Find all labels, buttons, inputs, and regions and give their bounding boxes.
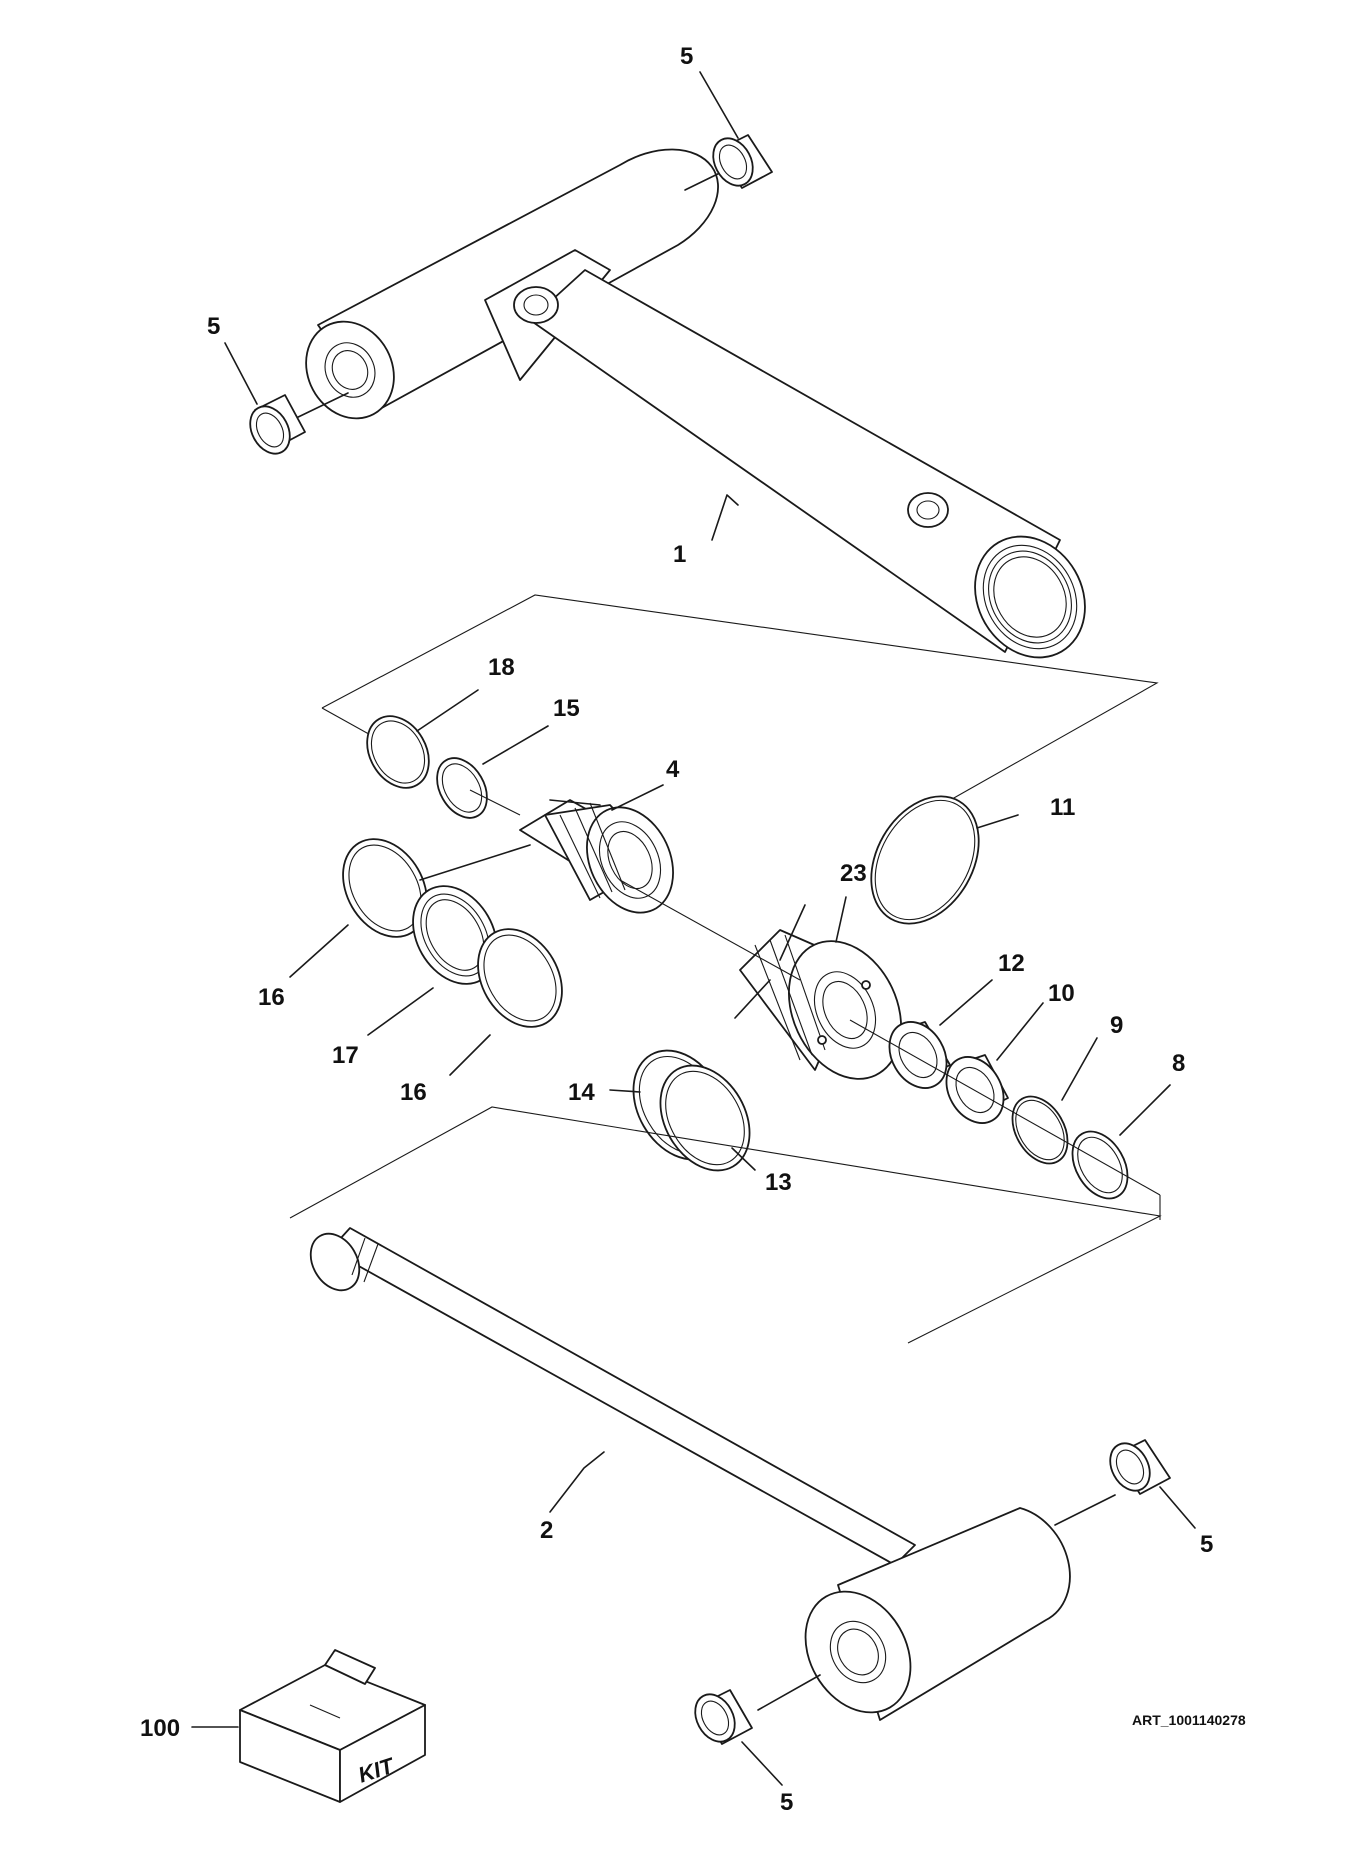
gland-head-23	[739, 929, 902, 1080]
callout-5-top: 5	[680, 43, 693, 70]
seal-16-a	[342, 838, 428, 938]
callout-4: 4	[666, 756, 680, 783]
ring-8	[1071, 1130, 1129, 1200]
callout-12: 12	[998, 950, 1025, 977]
callout-5-left: 5	[207, 313, 220, 340]
callout-15: 15	[553, 695, 580, 722]
callout-16-b: 16	[400, 1079, 427, 1106]
callout-5-bottom: 5	[780, 1789, 793, 1816]
seal-17	[412, 885, 498, 985]
callout-8: 8	[1172, 1050, 1185, 1077]
callout-18: 18	[488, 654, 515, 681]
bushing-top-left	[249, 394, 306, 455]
seal-16-b	[477, 928, 563, 1028]
barrel-assembly	[291, 148, 1086, 659]
piston-4	[519, 799, 674, 914]
bushing-bottom-right	[1109, 1439, 1171, 1495]
callout-2: 2	[540, 1517, 553, 1544]
art-number: ART_1001140278	[1132, 1712, 1246, 1728]
callout-1: 1	[673, 541, 686, 568]
callout-10: 10	[1048, 980, 1075, 1007]
callout-14: 14	[568, 1079, 595, 1106]
rod-assembly-2	[309, 1227, 1116, 1721]
callout-100: 100	[140, 1715, 180, 1742]
callout-17: 17	[332, 1042, 359, 1069]
callout-23: 23	[840, 860, 867, 887]
bushing-bottom-left	[694, 1689, 753, 1745]
kit-box-icon	[239, 1649, 426, 1803]
callout-9: 9	[1110, 1012, 1123, 1039]
callout-numbers: 5 5 1 18 15 4 11 23 12 10 9 8 16 17 16 1…	[140, 43, 1213, 1816]
ring-12	[888, 1021, 951, 1089]
snap-ring-9	[1011, 1095, 1069, 1165]
o-ring-11	[870, 795, 980, 925]
lower-parts-plane	[289, 1106, 1162, 1344]
ring-13	[659, 1064, 751, 1172]
callout-16-a: 16	[258, 984, 285, 1011]
callout-5-right: 5	[1200, 1531, 1213, 1558]
leader-lines	[191, 71, 1196, 1786]
bushing-top-right	[712, 134, 773, 189]
callout-13: 13	[765, 1169, 792, 1196]
ring-15	[436, 757, 488, 819]
snap-ring-18	[366, 715, 430, 789]
callout-11: 11	[1050, 794, 1075, 821]
